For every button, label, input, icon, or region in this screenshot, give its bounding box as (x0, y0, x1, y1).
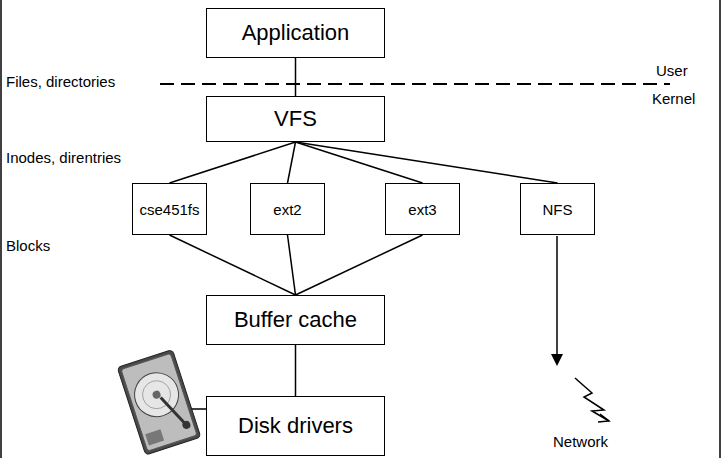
connector-line (296, 142, 558, 183)
arrow-head (551, 354, 563, 366)
process-box: VFS (206, 96, 385, 142)
box-label: ext2 (273, 201, 301, 218)
layer-label: User (656, 62, 688, 80)
process-box: cse451fs (132, 183, 207, 235)
connector-line (288, 235, 296, 295)
connector-line (170, 235, 296, 295)
process-box: Application (206, 8, 385, 58)
process-box: NFS (520, 183, 595, 235)
box-label: Application (242, 20, 350, 46)
user-kernel-boundary (160, 83, 670, 85)
process-box: ext2 (250, 183, 325, 235)
lightning-symbol (598, 414, 609, 422)
connector-line (296, 142, 423, 183)
box-label: Buffer cache (234, 307, 357, 333)
connector-line (288, 142, 296, 183)
process-box: Buffer cache (206, 295, 385, 345)
process-box: Disk drivers (206, 396, 385, 456)
box-label: NFS (543, 201, 573, 218)
box-label: cse451fs (139, 201, 199, 218)
connector-line (295, 58, 297, 96)
box-label: Disk drivers (238, 413, 353, 439)
network-arrow (556, 236, 558, 355)
layer-label: Network (553, 433, 608, 451)
layer-label: Kernel (652, 90, 695, 108)
layer-label: Files, directories (6, 73, 115, 91)
layer-label: Inodes, direntries (6, 149, 121, 167)
frame-line (719, 0, 721, 458)
box-label: VFS (274, 106, 317, 132)
frame-line (0, 0, 2, 458)
process-box: ext3 (385, 183, 460, 235)
connector-line (295, 345, 297, 396)
lightning-symbol (575, 378, 609, 421)
layer-label: Blocks (6, 237, 50, 255)
connector-line (296, 235, 423, 295)
box-label: ext3 (408, 201, 436, 218)
connector-line (170, 142, 296, 183)
hard-disk-icon (117, 350, 201, 455)
